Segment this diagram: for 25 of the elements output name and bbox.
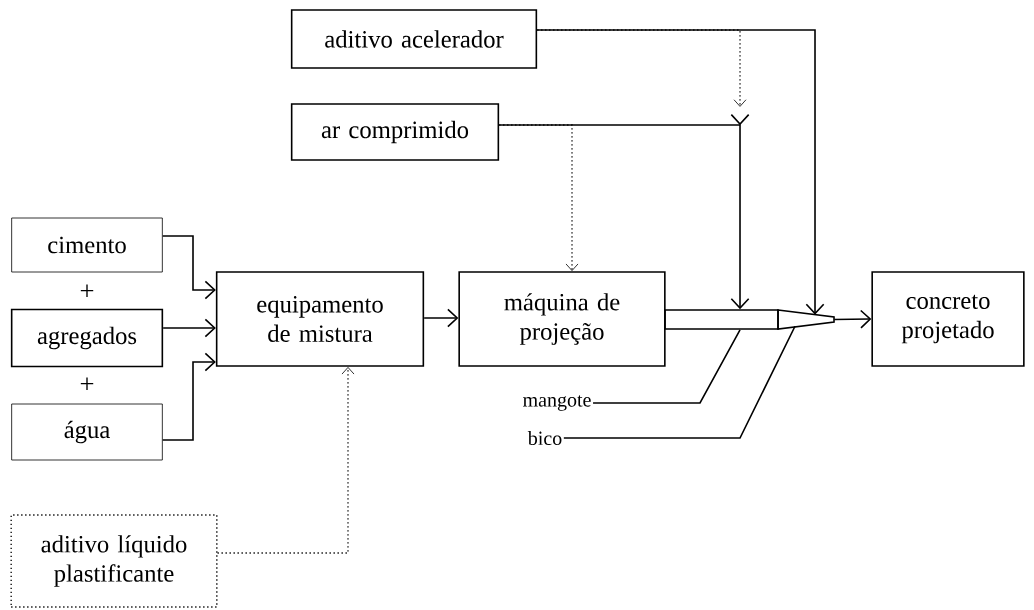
plus-sign: + bbox=[80, 377, 94, 390]
process-box: ar comprimido bbox=[290, 103, 500, 161]
input-box: água bbox=[11, 403, 163, 461]
dotted-arrow bbox=[216, 367, 355, 554]
arrow bbox=[536, 29, 825, 315]
process-box: aditivo acelerador bbox=[290, 9, 538, 69]
process-box: agregados bbox=[10, 308, 164, 368]
part-name: mangote bbox=[523, 395, 591, 411]
arrow bbox=[161, 235, 216, 300]
process-box: equipamento de mistura bbox=[215, 271, 425, 367]
input-box: cimento bbox=[11, 217, 163, 273]
arrow bbox=[161, 352, 216, 441]
arrow bbox=[833, 309, 872, 329]
hose-drawing bbox=[664, 309, 779, 330]
leader-line bbox=[592, 329, 741, 404]
leader-line bbox=[563, 325, 796, 439]
nozzle-drawing bbox=[777, 309, 835, 330]
additive-box: aditivo líquido plastificante bbox=[10, 514, 218, 608]
arrow bbox=[498, 113, 750, 310]
arrow bbox=[162, 318, 216, 338]
process-box: concreto projetado bbox=[871, 271, 1025, 367]
arrow bbox=[423, 308, 459, 328]
process-box: máquina de projeção bbox=[458, 271, 666, 367]
plus-sign: + bbox=[80, 284, 94, 297]
part-name: bico bbox=[527, 431, 562, 446]
